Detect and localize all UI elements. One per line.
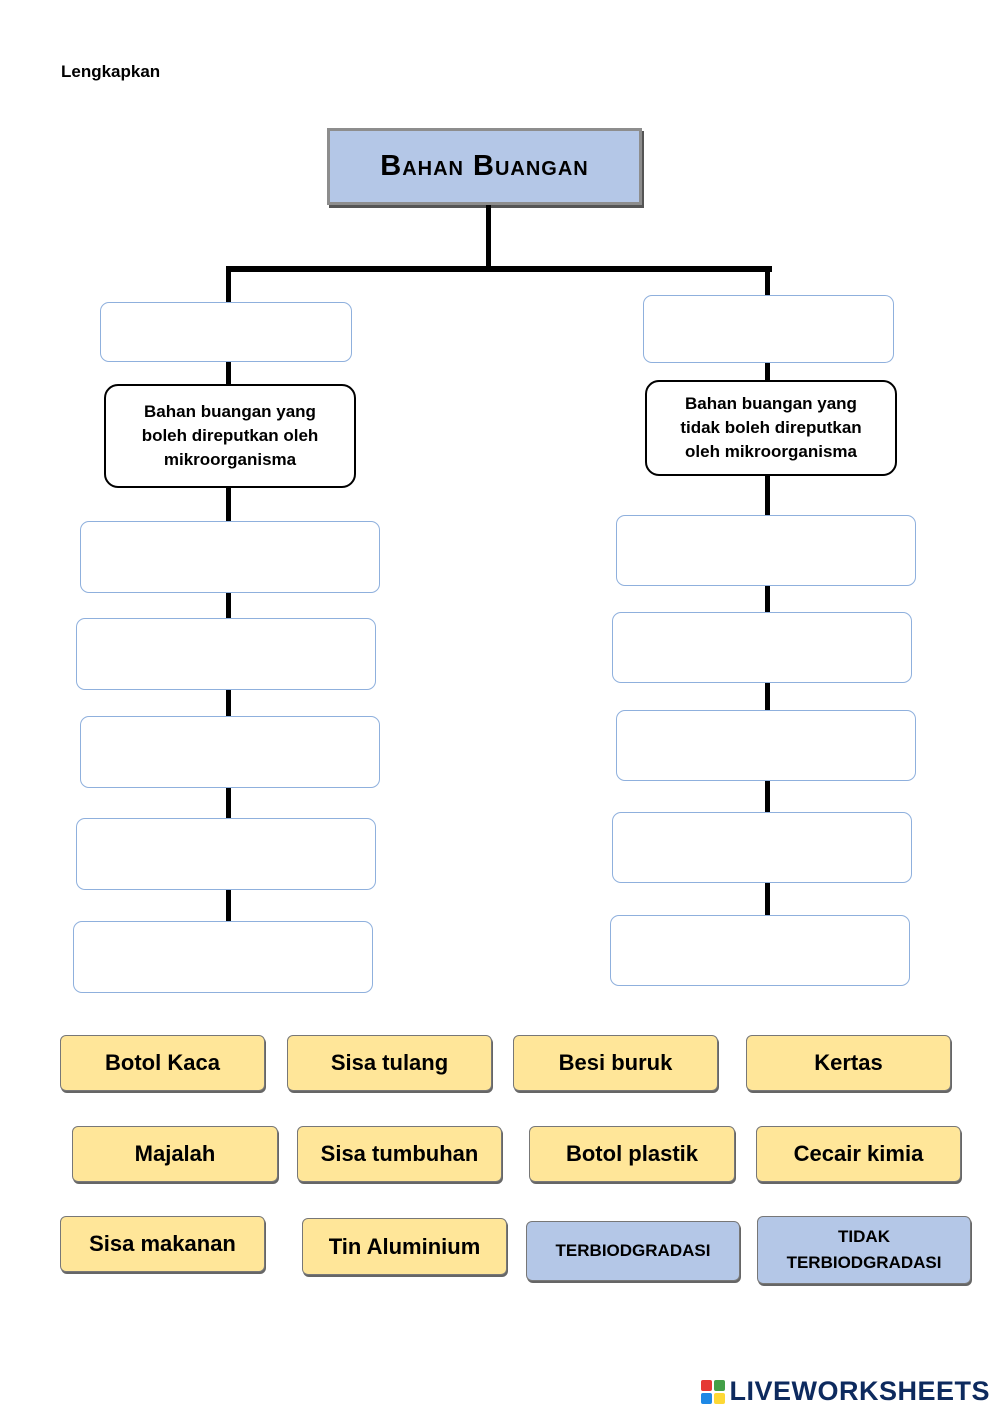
branding-name: LIVEWORKSHEETS — [729, 1376, 990, 1406]
connector-horizontal-bar — [226, 266, 772, 272]
liveworksheets-logo-icon — [701, 1379, 726, 1404]
right-item-answer-box-4[interactable] — [612, 812, 912, 883]
word-chip-tidak-terbiodgradasi[interactable]: TIDAK TERBIODGRADASI — [757, 1216, 971, 1284]
word-chip-kertas[interactable]: Kertas — [746, 1035, 951, 1091]
left-item-answer-box-3[interactable] — [80, 716, 380, 788]
left-description: Bahan buangan yang boleh direputkan oleh… — [104, 384, 356, 488]
left-item-answer-box-4[interactable] — [76, 818, 376, 890]
right-item-answer-box-3[interactable] — [616, 710, 916, 781]
left-item-answer-box-5[interactable] — [73, 921, 373, 993]
word-chip-botol-plastik[interactable]: Botol plastik — [529, 1126, 735, 1182]
right-item-answer-box-1[interactable] — [616, 515, 916, 586]
word-chip-botol-kaca[interactable]: Botol Kaca — [60, 1035, 265, 1091]
left-item-answer-box-2[interactable] — [76, 618, 376, 690]
word-chip-terbiodgradasi[interactable]: TERBIODGRADASI — [526, 1221, 740, 1281]
connector-left-spine — [226, 266, 231, 921]
connector-right-spine — [765, 266, 770, 916]
word-chip-sisa-tumbuhan[interactable]: Sisa tumbuhan — [297, 1126, 502, 1182]
branding: LIVEWORKSHEETS — [701, 1376, 990, 1407]
left-category-answer-box[interactable] — [100, 302, 352, 362]
word-chip-sisa-tulang[interactable]: Sisa tulang — [287, 1035, 492, 1091]
word-chip-majalah[interactable]: Majalah — [72, 1126, 278, 1182]
instruction-text: Lengkapkan — [61, 62, 161, 81]
left-item-answer-box-1[interactable] — [80, 521, 380, 593]
word-chip-cecair-kimia[interactable]: Cecair kimia — [756, 1126, 961, 1182]
diagram-title: Bahan Buangan — [327, 128, 642, 205]
word-chip-besi-buruk[interactable]: Besi buruk — [513, 1035, 718, 1091]
connector-title-stem — [486, 205, 491, 270]
right-description: Bahan buangan yang tidak boleh direputka… — [645, 380, 897, 476]
right-item-answer-box-2[interactable] — [612, 612, 912, 683]
word-chip-sisa-makanan[interactable]: Sisa makanan — [60, 1216, 265, 1272]
right-category-answer-box[interactable] — [643, 295, 894, 363]
right-item-answer-box-5[interactable] — [610, 915, 910, 986]
word-chip-tin-aluminium[interactable]: Tin Aluminium — [302, 1218, 507, 1275]
